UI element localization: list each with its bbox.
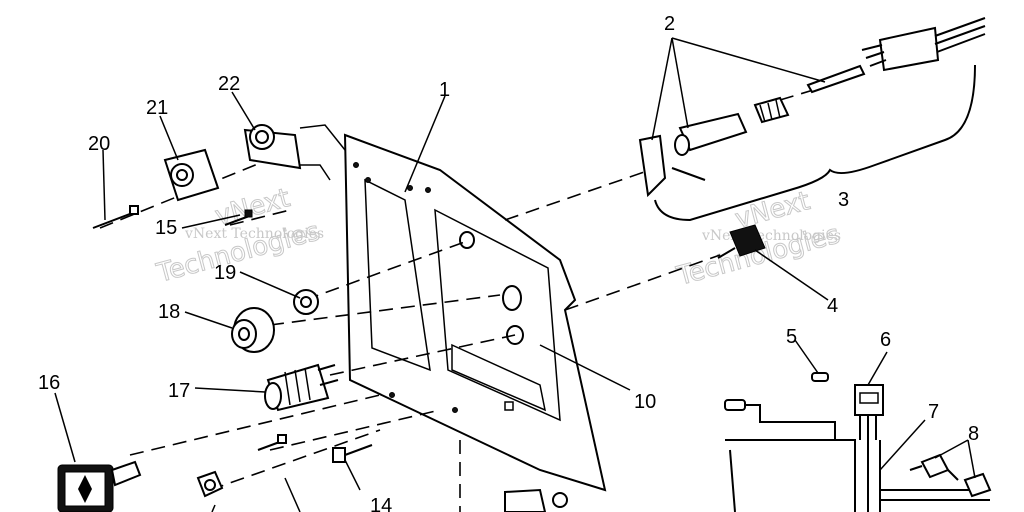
label-7: 7: [928, 401, 939, 423]
part-22-plate: [243, 124, 302, 170]
label-2: 2: [664, 13, 675, 35]
part-3-bracket-brace: [654, 64, 976, 222]
watermark-left-top: vNext: [212, 183, 293, 232]
part-17-switch: [264, 363, 339, 412]
part-3-connector: [861, 17, 986, 72]
part-21-bracket: [163, 148, 220, 202]
label-3: 3: [838, 189, 849, 211]
leader-lines: [54, 37, 976, 512]
part-16-key: [57, 460, 142, 512]
assembly-lines: [99, 84, 831, 512]
label-17: 17: [168, 380, 190, 402]
part-2-latch: [638, 64, 866, 198]
part-8-fuse: [909, 453, 992, 498]
label-6: 6: [880, 329, 891, 351]
label-4: 4: [827, 295, 838, 317]
label-21: 21: [146, 97, 168, 119]
part-nut-bottom: [196, 470, 224, 498]
part-5-pin: [811, 372, 829, 382]
label-20: 20: [88, 133, 110, 155]
label-22: 22: [218, 73, 240, 95]
label-14: 14: [370, 495, 392, 512]
watermark-left-small: vNext Technologies: [184, 226, 324, 242]
label-1: 1: [439, 79, 450, 101]
label-10: 10: [634, 391, 656, 413]
label-16: 16: [38, 372, 60, 394]
label-19: 19: [214, 262, 236, 284]
part-15-screw: [224, 209, 253, 226]
label-15: 15: [155, 217, 177, 239]
label-8: 8: [968, 423, 979, 445]
callout-labels: 1 2 3 4 5 6 7 8 10 14 15 16 17 18 19 20 …: [38, 13, 979, 512]
part-18-nut: [231, 307, 275, 353]
label-18: 18: [158, 301, 180, 323]
label-5: 5: [786, 326, 797, 348]
part-19-washer: [293, 289, 319, 315]
part-7-harness: [724, 399, 990, 512]
part-bottom-bracket: [504, 488, 568, 512]
part-20-screw: [92, 205, 139, 229]
main-panel: [343, 133, 607, 492]
part-14-bolt: [332, 444, 373, 463]
part-6-relay: [854, 384, 884, 440]
part-4-switch: [717, 224, 766, 259]
part-screw-small: [257, 434, 287, 451]
